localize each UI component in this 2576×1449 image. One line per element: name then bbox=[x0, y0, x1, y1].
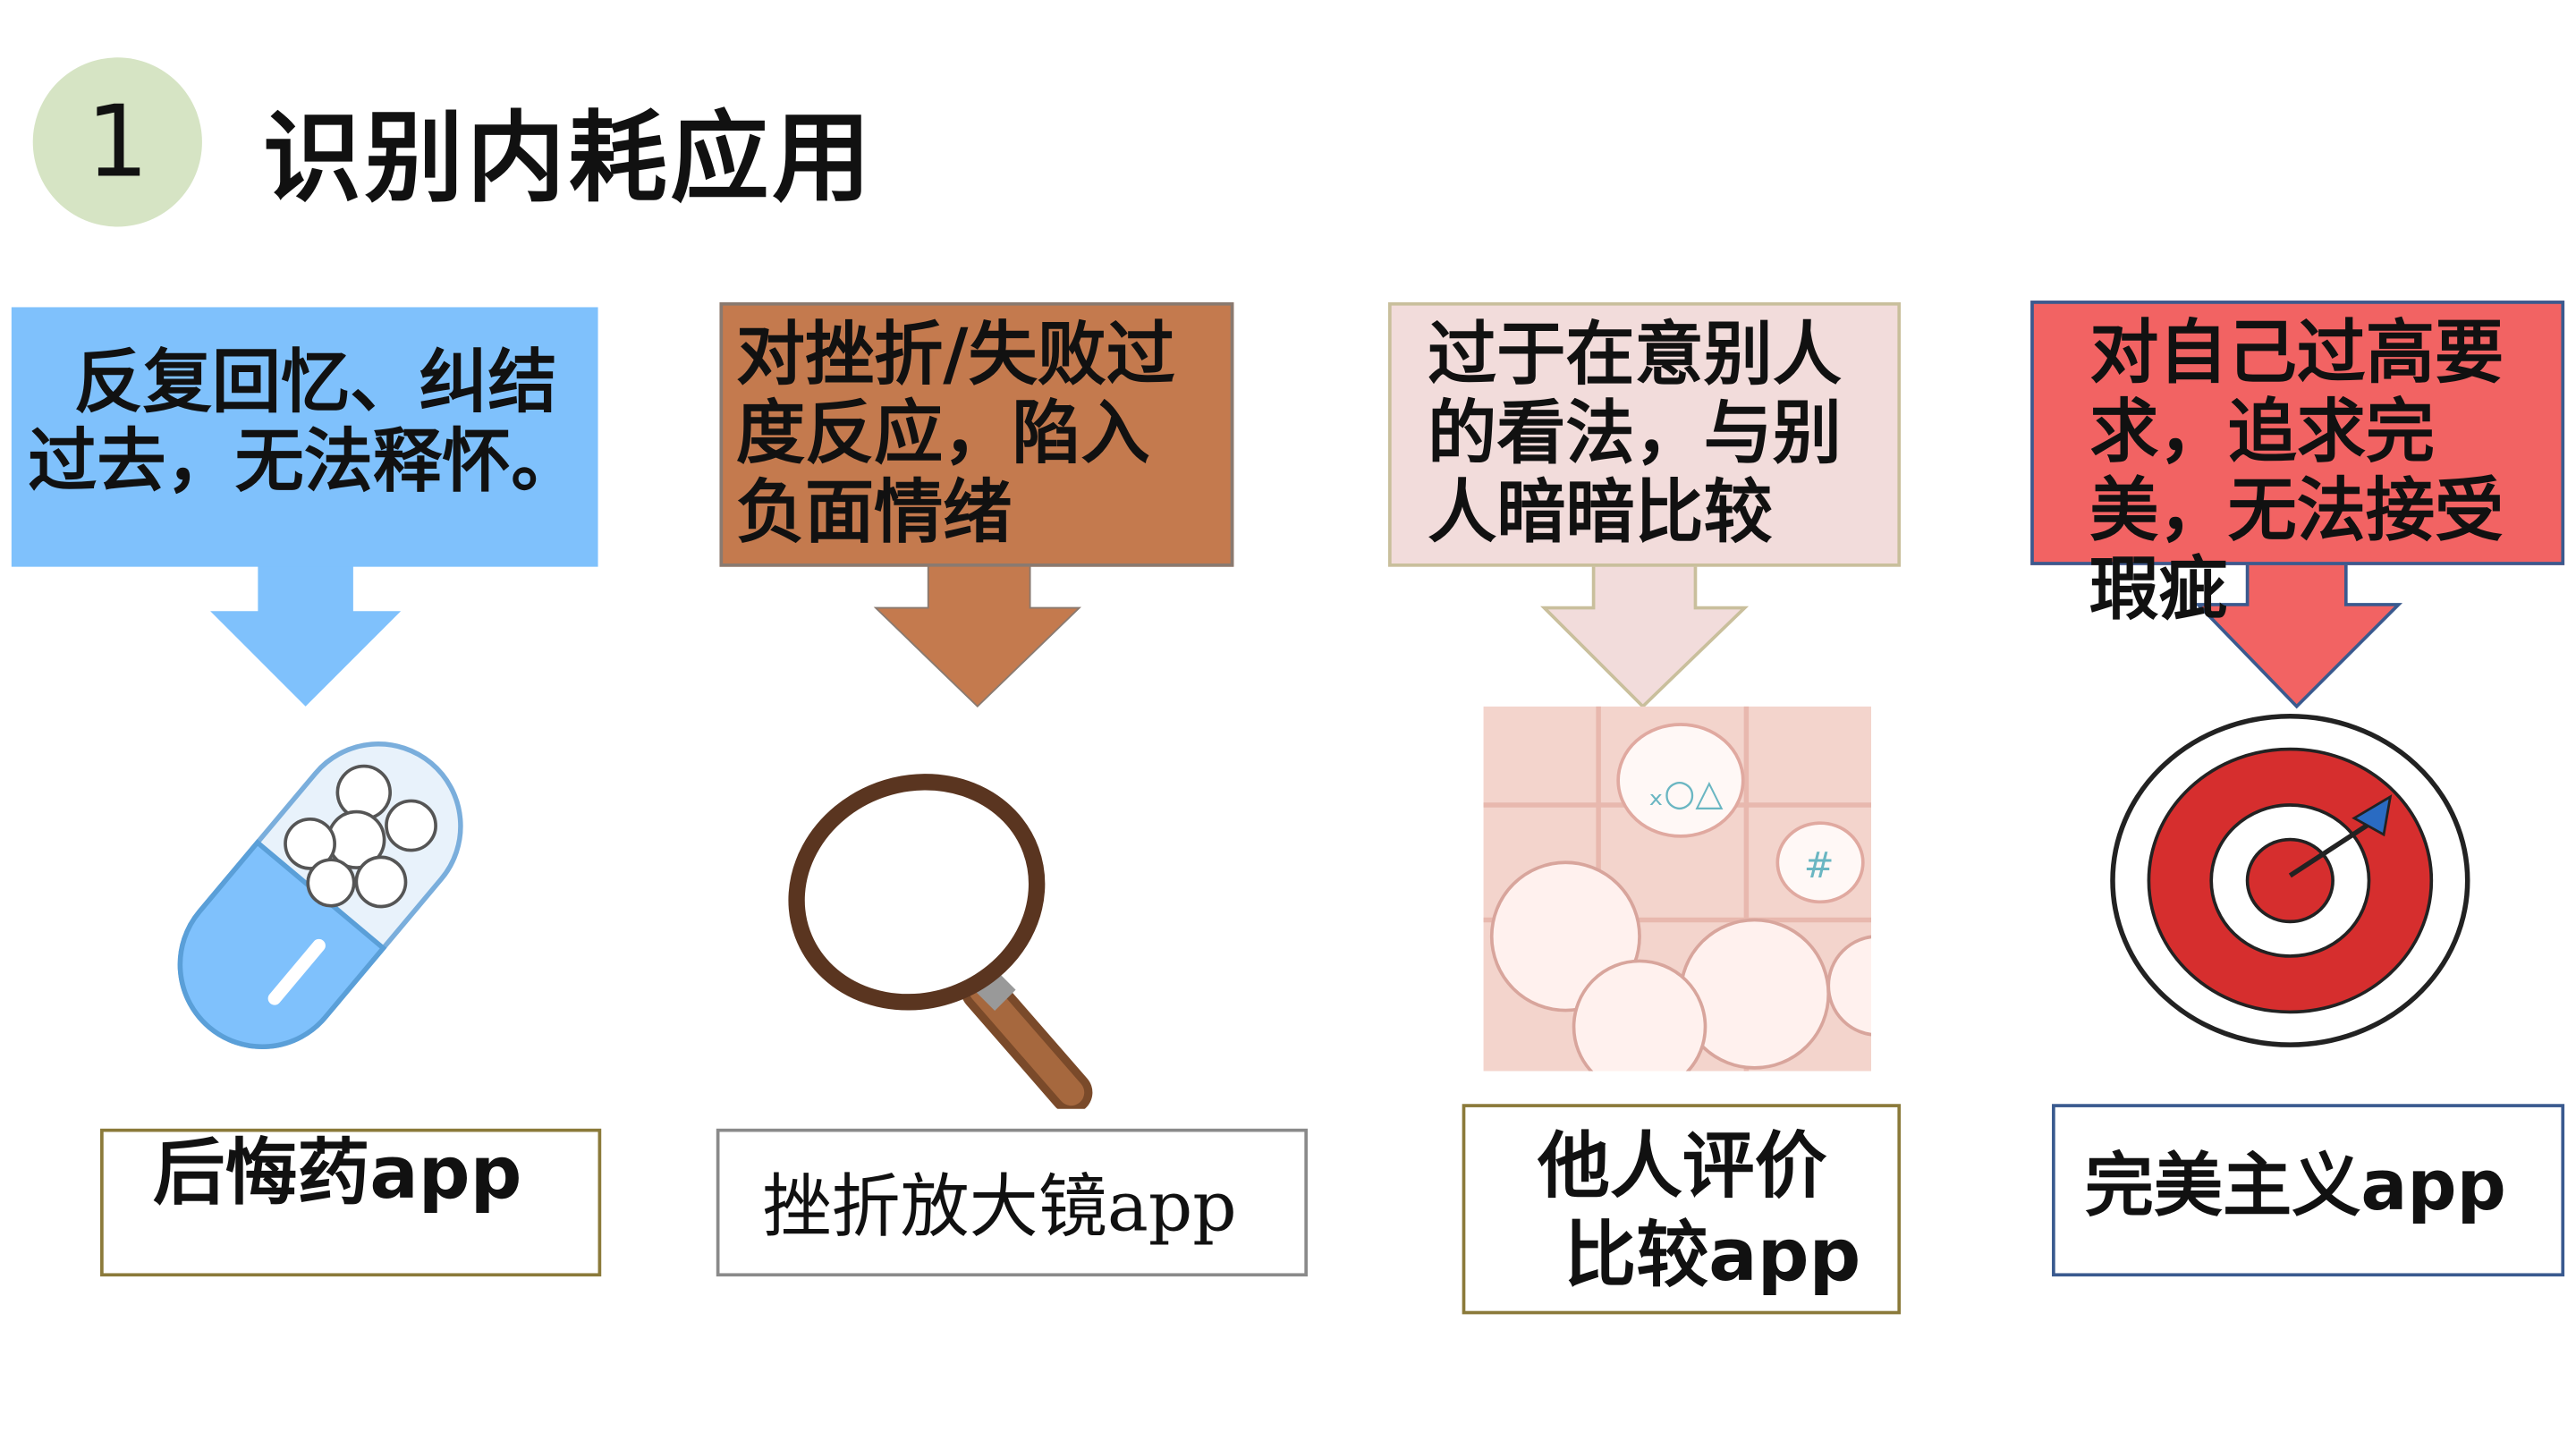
description-box-4: 对自己过高要求，追求完美，无法接受瑕疵 bbox=[2030, 301, 2565, 629]
app-name: 挫折放大镜app bbox=[762, 1166, 1237, 1248]
app-label-1: 后悔药app bbox=[100, 1128, 602, 1277]
description-text: 对挫折/失败过度反应，陷入负面情绪 bbox=[735, 313, 1175, 553]
description-box-1: 反复回忆、纠结过去，无法释怀。 bbox=[11, 307, 598, 567]
description-text: 对自己过高要求，追求完美，无法接受瑕疵 bbox=[2089, 311, 2504, 630]
app-label-4: 完美主义app bbox=[2052, 1104, 2565, 1277]
description-box-2: 对挫折/失败过度反应，陷入负面情绪 bbox=[719, 301, 1234, 567]
arrow-down-icon bbox=[210, 564, 402, 707]
app-label-3: 他人评价比较app bbox=[1462, 1104, 1902, 1315]
description-text: 过于在意别人的看法，与别人暗暗比较 bbox=[1428, 313, 1842, 553]
symbols-doodle: ₓ○△ bbox=[1648, 771, 1723, 814]
arrow-down-icon bbox=[2194, 562, 2403, 709]
slide-title: 识别内耗应用 bbox=[262, 101, 875, 217]
app-name-line1: 他人评价 bbox=[1538, 1125, 1827, 1209]
magnifier-icon bbox=[788, 774, 1093, 1109]
description-box-3: 过于在意别人的看法，与别人暗暗比较 bbox=[1388, 301, 1902, 567]
target-icon bbox=[2110, 714, 2470, 1047]
description-text: 反复回忆、纠结过去，无法释怀。 bbox=[28, 342, 580, 502]
people-comparing-icon: ₓ○△ # bbox=[1483, 706, 1872, 1072]
arrow-down-icon bbox=[873, 564, 1081, 708]
app-label-2: 挫折放大镜app bbox=[716, 1128, 1309, 1277]
arrow-down-icon bbox=[1540, 563, 1750, 709]
app-name-line2: 比较app bbox=[1563, 1214, 1861, 1298]
section-number-badge: 1 bbox=[32, 57, 202, 227]
hash-doodle: # bbox=[1804, 843, 1835, 886]
section-number: 1 bbox=[86, 84, 149, 200]
app-name: 完美主义app bbox=[2084, 1145, 2506, 1226]
pill-icon bbox=[177, 741, 463, 1049]
app-name: 后悔药app bbox=[152, 1131, 522, 1216]
